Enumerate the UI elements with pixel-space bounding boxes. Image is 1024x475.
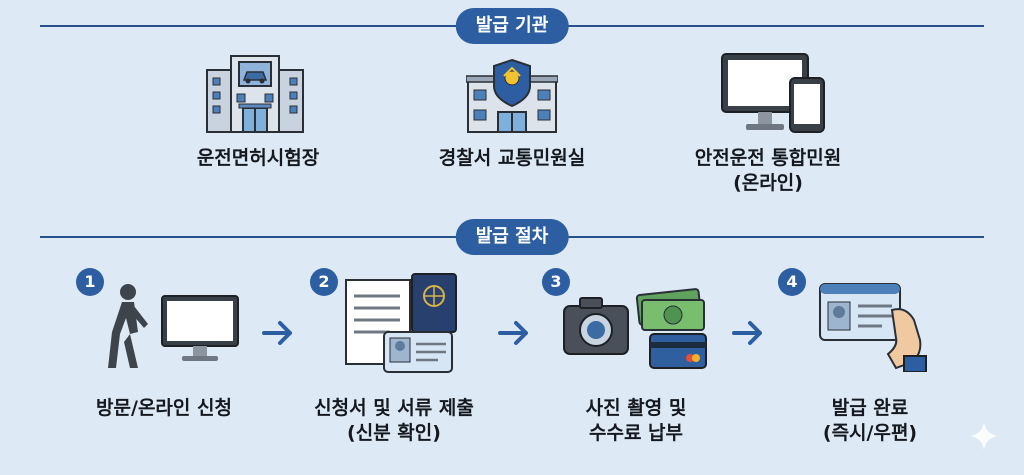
step-2-label: 신청서 및 서류 제출 (신분 확인): [314, 396, 474, 446]
agency-label-police: 경찰서 교통민원실: [439, 146, 585, 171]
sparkle-icon: [968, 420, 1000, 452]
step-3-label: 사진 촬영 및 수수료 납부: [586, 396, 687, 446]
agencies-heading: 발급 기관: [456, 8, 569, 44]
arrow-right-icon: [498, 320, 530, 346]
documents-passport-icon: [340, 272, 460, 376]
person-computer-icon: [100, 282, 240, 372]
police-station-icon: [466, 56, 558, 134]
computer-phone-icon: [720, 52, 830, 134]
step-2-badge: 2: [310, 268, 338, 296]
step-1-label: 방문/온라인 신청: [96, 396, 232, 421]
procedure-heading: 발급 절차: [456, 219, 569, 255]
license-card-icon: [818, 280, 928, 372]
agency-label-online: 안전운전 통합민원 (온라인): [695, 146, 841, 196]
camera-payment-icon: [562, 286, 712, 370]
agency-label-test-center: 운전면허시험장: [197, 146, 319, 171]
building-car-icon: [205, 52, 305, 134]
arrow-right-icon: [732, 320, 764, 346]
arrow-right-icon: [262, 320, 294, 346]
step-4-label: 발급 완료 (즉시/우편): [823, 396, 917, 446]
step-4-badge: 4: [778, 268, 806, 296]
